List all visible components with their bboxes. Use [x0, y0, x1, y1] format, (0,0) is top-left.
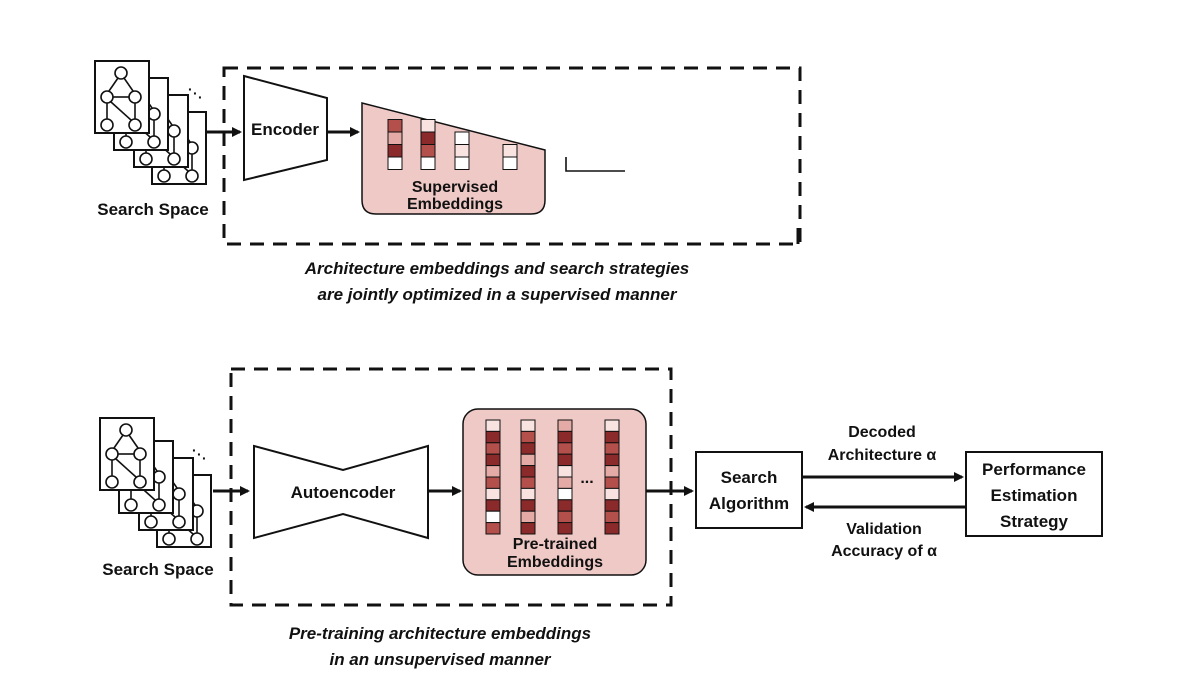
- bottom-caption: in an unsupervised manner: [329, 650, 551, 669]
- embedding-cell: [557, 430, 573, 444]
- embedding-cell: [604, 430, 620, 444]
- validation-label: Accuracy of α: [831, 543, 937, 560]
- supervised-embeddings-panel: Supervised Embeddings: [361, 102, 546, 215]
- embedding-cell: [520, 499, 536, 512]
- svg-text:·: ·: [193, 85, 198, 101]
- embedding-cell: [387, 144, 403, 158]
- svg-text:·: ·: [202, 450, 207, 466]
- svg-text:·: ·: [198, 89, 203, 105]
- embedding-cell: [420, 119, 436, 133]
- embedding-cell: [520, 465, 536, 478]
- embedding-cell: [420, 156, 436, 170]
- embedding-cell: [485, 442, 501, 455]
- embedding-cell: [604, 476, 620, 489]
- embedding-cell: [520, 510, 536, 524]
- embedding-cell: [557, 499, 573, 512]
- embedding-cell: [420, 131, 436, 145]
- embedding-cell: [485, 499, 501, 512]
- embedding-cell: [557, 476, 573, 489]
- top-search-space: · · · Search Space: [95, 61, 209, 219]
- bottom-dashed-region: [229, 367, 673, 607]
- embedding-cell: [485, 487, 501, 501]
- search-algorithm-box: Search Algorithm: [695, 451, 803, 529]
- performance-label: Strategy: [1000, 512, 1069, 531]
- embedding-cell: [520, 419, 536, 432]
- embedding-cell: [557, 465, 573, 478]
- embeddings-label: Pre-trained: [513, 536, 597, 553]
- top-caption: are jointly optimized in a supervised ma…: [318, 285, 678, 304]
- embedding-cell: [557, 419, 573, 432]
- bottom-search-space: · · · Search Space: [100, 418, 214, 579]
- embedding-cell: [387, 131, 403, 145]
- embedding-cell: [454, 144, 470, 158]
- svg-text:·: ·: [197, 446, 202, 462]
- embedding-cell: [557, 522, 573, 535]
- embedding-cell: [520, 430, 536, 444]
- bottom-caption: Pre-training architecture embeddings: [289, 624, 591, 643]
- embedding-cell: [485, 453, 501, 467]
- embedding-cell: [485, 476, 501, 489]
- embedding-cell: [520, 487, 536, 501]
- embedding-cell: [604, 465, 620, 478]
- embedding-cell: [485, 419, 501, 432]
- embedding-cell: [557, 510, 573, 524]
- graph-stack-icon: [100, 418, 211, 547]
- performance-estimation-box: Performance Estimation Strategy: [965, 451, 1103, 537]
- embedding-cell: [604, 487, 620, 501]
- embedding-cell: [557, 453, 573, 467]
- decoded-label: Architecture α: [828, 447, 937, 464]
- performance-label: Performance: [982, 460, 1086, 479]
- embedding-cell: [420, 144, 436, 158]
- autoencoder-label: Autoencoder: [291, 483, 396, 502]
- ellipsis-label: ...: [580, 470, 593, 487]
- graph-stack-icon: [95, 61, 206, 184]
- embedding-cell: [387, 156, 403, 170]
- top-dashed-region: [222, 66, 802, 246]
- embedding-cell: [454, 156, 470, 170]
- encoder-block: Encoder: [243, 74, 328, 182]
- decoded-label: Decoded: [848, 424, 916, 441]
- pretrained-embeddings-panel: ... Pre-trained Embeddings: [462, 408, 647, 576]
- embedding-cell: [604, 499, 620, 512]
- embeddings-label: Embeddings: [507, 554, 603, 571]
- embedding-cell: [520, 476, 536, 489]
- encoder-label: Encoder: [251, 120, 319, 139]
- embedding-cell: [604, 419, 620, 432]
- embedding-cell: [485, 522, 501, 535]
- embedding-cell: [520, 453, 536, 467]
- embedding-cell: [502, 144, 518, 158]
- search-space-label: Search Space: [102, 560, 214, 579]
- embedding-cell: [454, 131, 470, 145]
- embedding-cell: [387, 119, 403, 133]
- embedding-cell: [604, 510, 620, 524]
- embedding-cell: [604, 453, 620, 467]
- search-algorithm-label: Search: [721, 468, 778, 487]
- embedding-cell: [604, 442, 620, 455]
- search-space-label: Search Space: [97, 200, 209, 219]
- embedding-cell: [557, 487, 573, 501]
- embedding-cell: [520, 522, 536, 535]
- svg-text:·: ·: [188, 81, 193, 97]
- embedding-cell: [604, 522, 620, 535]
- search-algorithm-label: Algorithm: [709, 494, 789, 513]
- embedding-cell: [520, 442, 536, 455]
- embedding-cell: [485, 465, 501, 478]
- partial-line: [565, 157, 625, 172]
- embedding-cell: [502, 156, 518, 170]
- top-caption: Architecture embeddings and search strat…: [304, 259, 690, 278]
- autoencoder-block: Autoencoder: [253, 444, 429, 540]
- svg-text:·: ·: [192, 442, 197, 458]
- embedding-cell: [485, 430, 501, 444]
- embedding-cell: [485, 510, 501, 524]
- validation-label: Validation: [846, 521, 922, 538]
- embeddings-label: Supervised: [412, 179, 498, 196]
- embedding-cell: [557, 442, 573, 455]
- performance-label: Estimation: [991, 486, 1078, 505]
- embeddings-label: Embeddings: [407, 196, 503, 213]
